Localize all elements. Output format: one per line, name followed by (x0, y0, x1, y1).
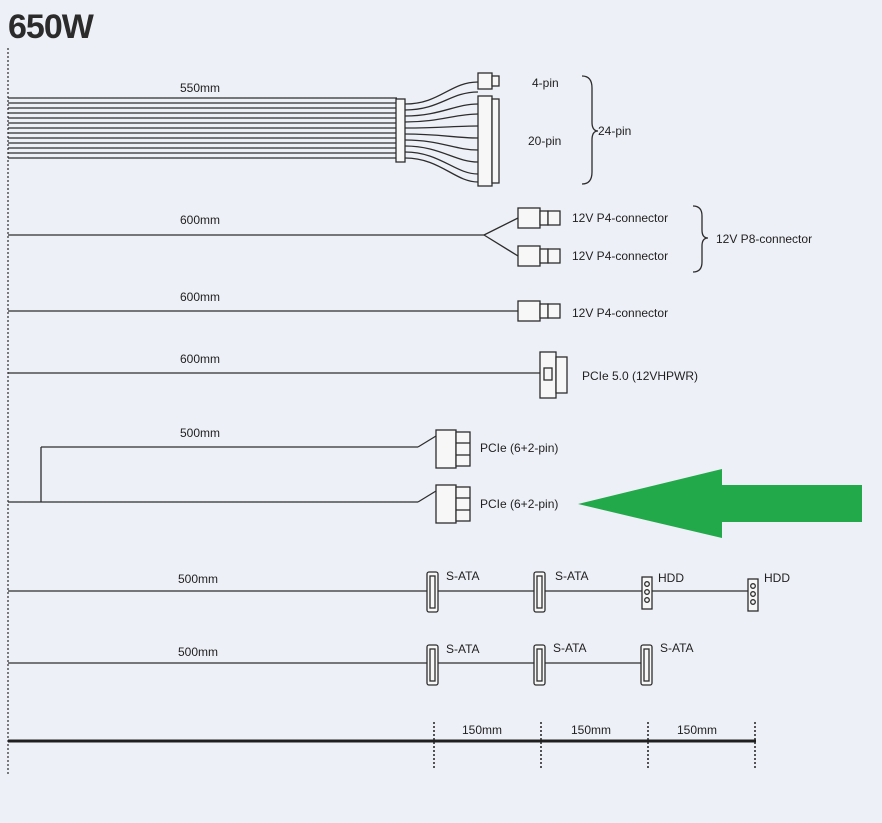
20-pin-connector (477, 95, 493, 187)
sata2-label-a: S-ATA (446, 642, 480, 656)
sata2-label-c: S-ATA (660, 641, 694, 655)
main-cable-sleeve (395, 98, 406, 163)
main-cable (8, 72, 599, 187)
sata1-label-a: S-ATA (446, 569, 480, 583)
sata-cable-1 (8, 571, 759, 613)
pcie5-cable (8, 351, 568, 399)
p4-connector-a (517, 207, 541, 229)
hdd1-label-a: HDD (658, 571, 684, 585)
main-cable-length: 550mm (180, 81, 221, 95)
p4-label-a: 12V P4-connector (572, 211, 669, 225)
pcie-length: 500mm (180, 426, 221, 440)
sata2-length: 500mm (178, 645, 219, 659)
sata1-label-b: S-ATA (555, 569, 589, 583)
pcie5-label: PCIe 5.0 (12VHPWR) (582, 369, 699, 383)
p4-connector-single (517, 300, 541, 322)
p4-label-single: 12V P4-connector (572, 306, 669, 320)
pcie-label-b: PCIe (6+2-pin) (480, 497, 559, 511)
pcie-connector-a (435, 429, 457, 469)
sata2-label-b: S-ATA (553, 641, 587, 655)
cpu-split-length: 600mm (180, 213, 221, 227)
highlight-arrow (578, 469, 862, 538)
pcie-label-a: PCIe (6+2-pin) (480, 441, 559, 455)
pcie-cable (8, 429, 471, 524)
hdd1-label-b: HDD (764, 571, 790, 585)
pcie5-length: 600mm (180, 352, 221, 366)
p8-label: 12V P8-connector (716, 232, 813, 246)
scale-label-3: 150mm (677, 723, 718, 737)
cpu-single-length: 600mm (180, 290, 221, 304)
cpu-single-cable (8, 300, 561, 322)
wattage-title: 650W (8, 8, 94, 46)
scale-label-2: 150mm (571, 723, 612, 737)
sata1-length: 500mm (178, 572, 219, 586)
measurement-scale (8, 722, 756, 770)
p8-brace (692, 205, 709, 273)
p4-label-b: 12V P4-connector (572, 249, 669, 263)
24-pin-brace (581, 75, 599, 185)
4-pin-connector (477, 72, 493, 90)
24-pin-label: 24-pin (598, 124, 632, 138)
p4-connector-b (517, 245, 541, 267)
20-pin-label: 20-pin (528, 134, 562, 148)
sata-cable-2 (8, 644, 653, 686)
pcie-connector-b (435, 484, 457, 524)
scale-label-1: 150mm (462, 723, 503, 737)
4-pin-label: 4-pin (532, 76, 559, 90)
cpu-split-cable (8, 205, 709, 273)
